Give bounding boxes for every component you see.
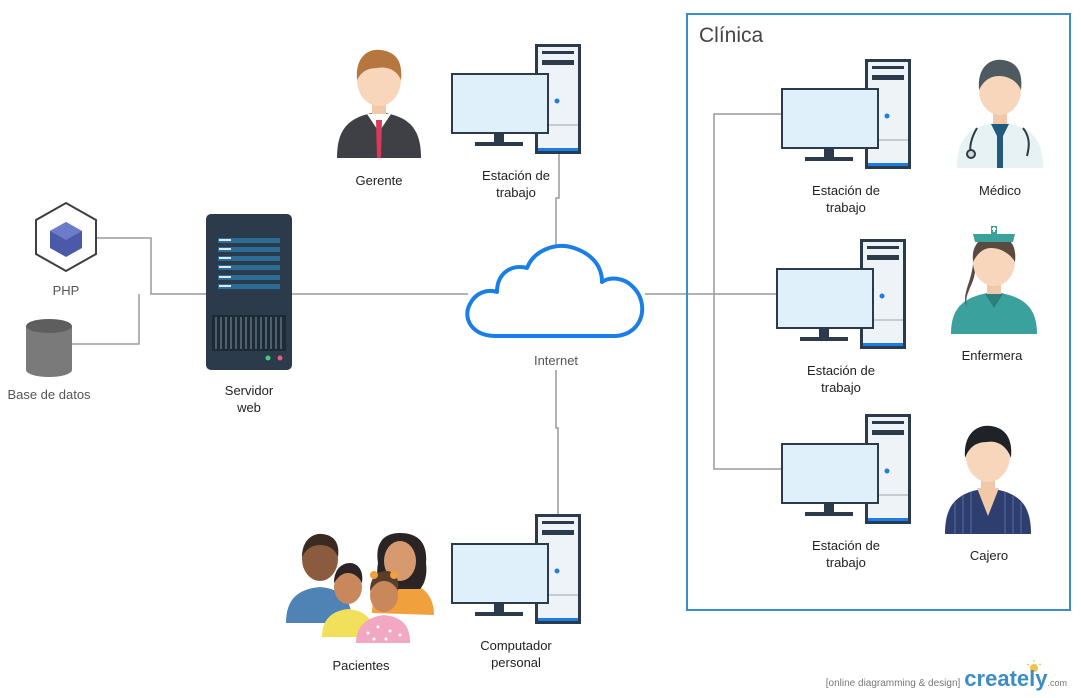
nurse-avatar-icon xyxy=(951,226,1037,334)
pc-connector xyxy=(555,370,559,516)
server-label: Servidor web xyxy=(199,382,299,416)
db-connector xyxy=(72,294,140,345)
workstation-top-icon xyxy=(450,43,582,155)
clinic-container xyxy=(686,13,1071,611)
connectors xyxy=(72,113,782,516)
creately-logo-icon xyxy=(1026,660,1042,672)
web-server-icon xyxy=(206,214,292,370)
clinic-ws-3-label: Estación de trabajo xyxy=(796,537,896,571)
nurse-label: Enfermera xyxy=(961,348,1023,363)
php-connector xyxy=(95,237,206,295)
clinic-ws-1-label-line1: Estación de xyxy=(812,183,880,198)
clinic-title: Clínica xyxy=(699,24,764,47)
internet-label: Internet xyxy=(533,353,579,368)
database-label: Base de datos xyxy=(7,387,91,402)
watermark-brand: creately xyxy=(964,666,1048,691)
watermark-suffix: .com xyxy=(1047,678,1067,688)
doctor-avatar-icon xyxy=(957,59,1043,168)
doctor-label: Médico xyxy=(979,183,1021,198)
clinic-ws-1-label-line2: trabajo xyxy=(826,200,866,215)
ws-top-connector xyxy=(555,150,560,246)
ws-top-label-line2: trabajo xyxy=(496,185,536,200)
patients-group-icon xyxy=(286,533,434,643)
clinic-ws-2-label: Estación de trabajo xyxy=(791,362,891,396)
pc-label: Computador personal xyxy=(461,637,571,671)
php-label: PHP xyxy=(52,283,80,298)
clinic-ws-1-label: Estación de trabajo xyxy=(796,182,896,216)
watermark-text: [online diagramming & design] xyxy=(825,678,961,689)
ws-top-label-line1: Estación de xyxy=(482,168,550,183)
cashier-label: Cajero xyxy=(969,548,1009,563)
clinic-ws-2-label-line2: trabajo xyxy=(821,380,861,395)
clinic-ws-3-label-line1: Estación de xyxy=(812,538,880,553)
cashier-avatar-icon xyxy=(945,425,1031,534)
clinic-ws-3-label-line2: trabajo xyxy=(826,555,866,570)
pc-label-line1: Computador xyxy=(480,638,552,653)
clinic-bus-connector xyxy=(713,113,782,470)
patients-label: Pacientes xyxy=(332,658,390,673)
clinic-ws-2-label-line1: Estación de xyxy=(807,363,875,378)
creately-watermark[interactable]: [online diagramming & design]creately.co… xyxy=(826,666,1067,692)
server-label-line1: Servidor xyxy=(224,383,274,398)
ws-top-label: Estación de trabajo xyxy=(466,167,566,201)
database-icon xyxy=(26,319,72,377)
server-label-line2: web xyxy=(237,400,261,415)
php-icon xyxy=(35,201,97,273)
manager-label: Gerente xyxy=(355,173,403,188)
internet-cloud-icon xyxy=(465,244,645,338)
manager-avatar-icon xyxy=(337,49,421,158)
pc-label-line2: personal xyxy=(491,655,541,670)
personal-computer-icon xyxy=(450,513,582,625)
